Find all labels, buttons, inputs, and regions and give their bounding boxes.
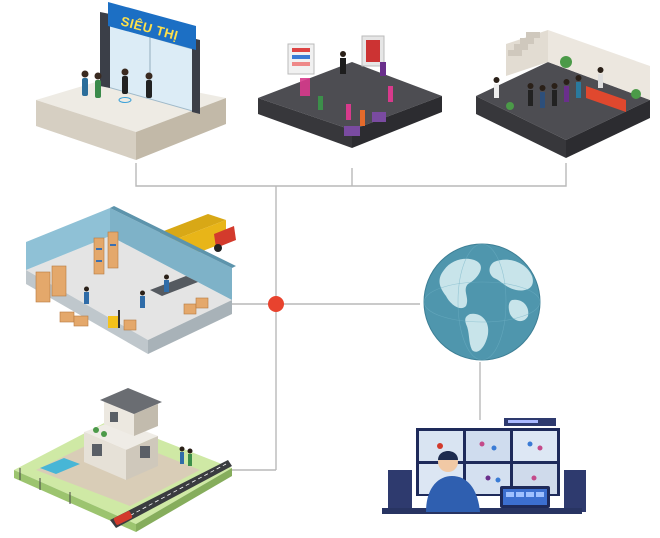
clothing-store-icon: [258, 35, 442, 148]
monitoring-operator-icon: [382, 418, 586, 514]
globe-icon: [423, 243, 541, 361]
top-bus-line: [135, 163, 567, 187]
video-wall: [416, 428, 560, 496]
supermarket-entrance-icon: SIÊU THỊ: [36, 2, 226, 160]
reception-queue-icon: [476, 30, 650, 158]
connector-lines: [135, 163, 567, 471]
hub-node-icon: [268, 296, 284, 312]
warehouse-icon: [26, 206, 236, 354]
pool-icon: [40, 458, 80, 474]
store-sign-board: [108, 2, 196, 50]
residential-house-icon: [14, 388, 232, 532]
